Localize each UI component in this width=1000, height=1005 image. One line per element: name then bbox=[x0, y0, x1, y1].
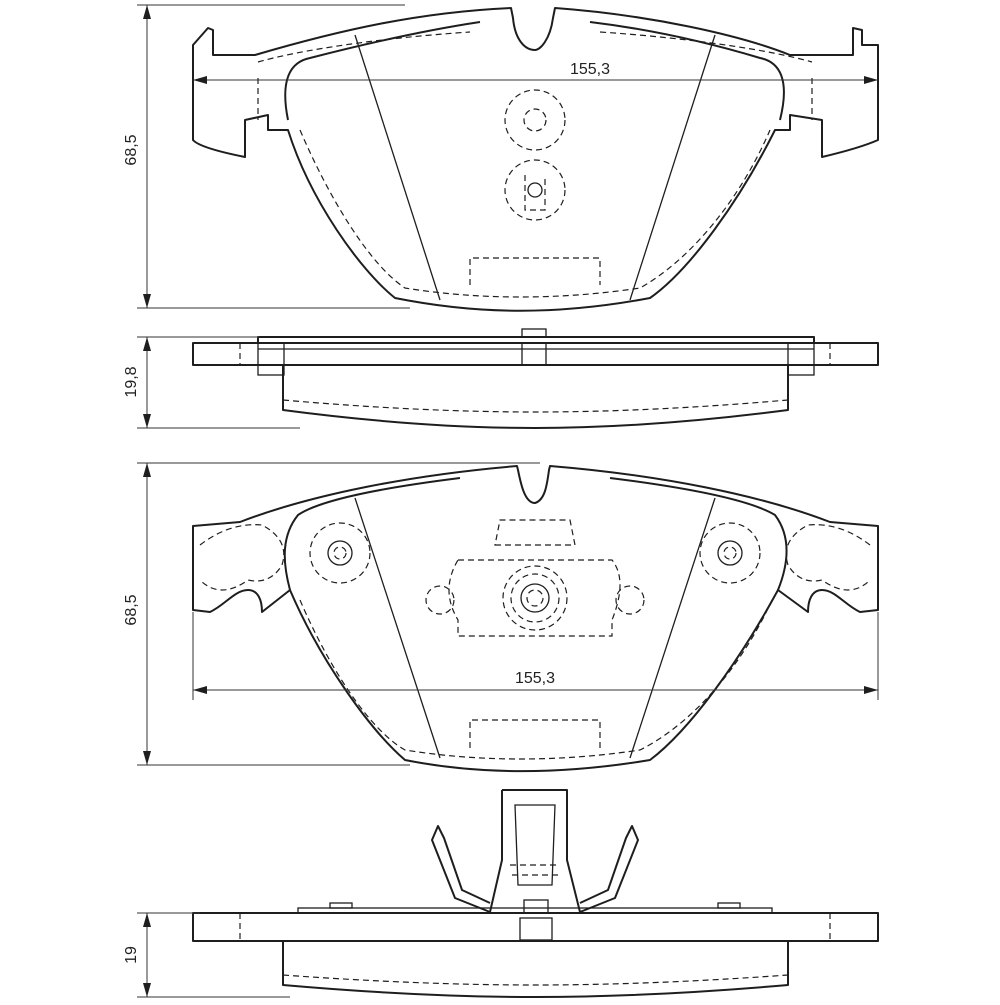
bottom-side-thickness-label: 19 bbox=[123, 946, 140, 964]
bottom-side-thickness-dimension: 19 bbox=[123, 912, 290, 998]
top-pad-side-view bbox=[192, 328, 879, 429]
bottom-pad-back-view bbox=[192, 465, 879, 773]
top-pad-front-view bbox=[192, 7, 879, 312]
bottom-height-label: 68,5 bbox=[123, 594, 140, 625]
bottom-height-dimension: 68,5 bbox=[123, 462, 540, 766]
top-width-label: 155,3 bbox=[570, 61, 610, 78]
top-side-thickness-dimension: 19,8 bbox=[123, 336, 300, 429]
top-height-dimension: 68,5 bbox=[123, 4, 410, 309]
bottom-pad-side-view bbox=[192, 789, 879, 998]
top-width-dimension: 155,3 bbox=[193, 61, 878, 84]
bottom-width-dimension: 155,3 bbox=[192, 612, 879, 700]
bottom-width-label: 155,3 bbox=[515, 670, 555, 687]
top-height-label: 68,5 bbox=[123, 134, 140, 165]
top-side-thickness-label: 19,8 bbox=[123, 366, 140, 397]
